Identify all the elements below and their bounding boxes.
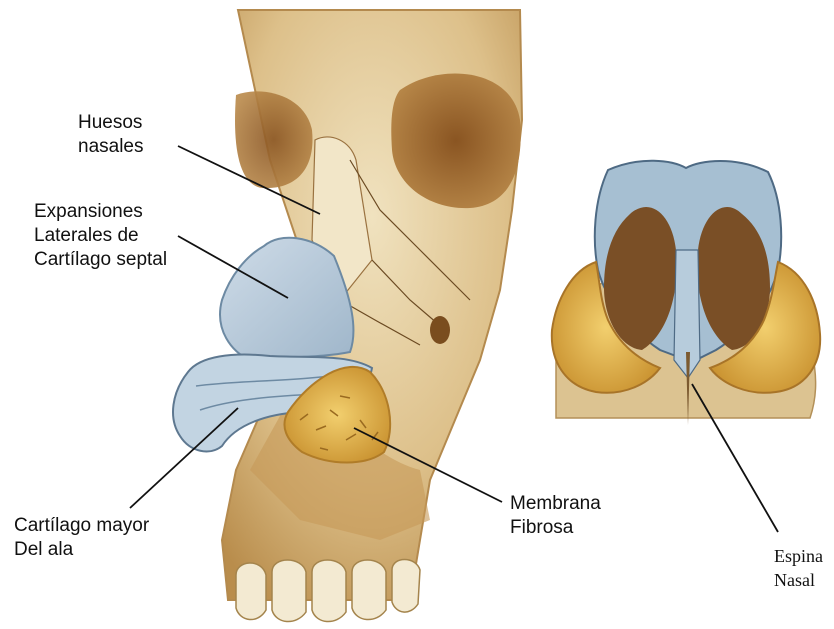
label-expansiones-laterales: Expansiones Laterales de Cartílago septa… [34, 200, 167, 272]
infraorbital-foramen [430, 316, 450, 344]
skull-lateral-view [173, 10, 522, 622]
upper-lateral-cartilage [220, 238, 353, 360]
label-cartilago-mayor: Cartílago mayor Del ala [14, 514, 149, 562]
label-membrana-fibrosa: Membrana Fibrosa [510, 492, 601, 540]
label-espina-nasal: Espina Nasal [774, 544, 823, 592]
inferior-nasal-view [552, 161, 820, 425]
upper-teeth [236, 560, 420, 622]
label-huesos-nasales: Huesos nasales [78, 111, 144, 159]
